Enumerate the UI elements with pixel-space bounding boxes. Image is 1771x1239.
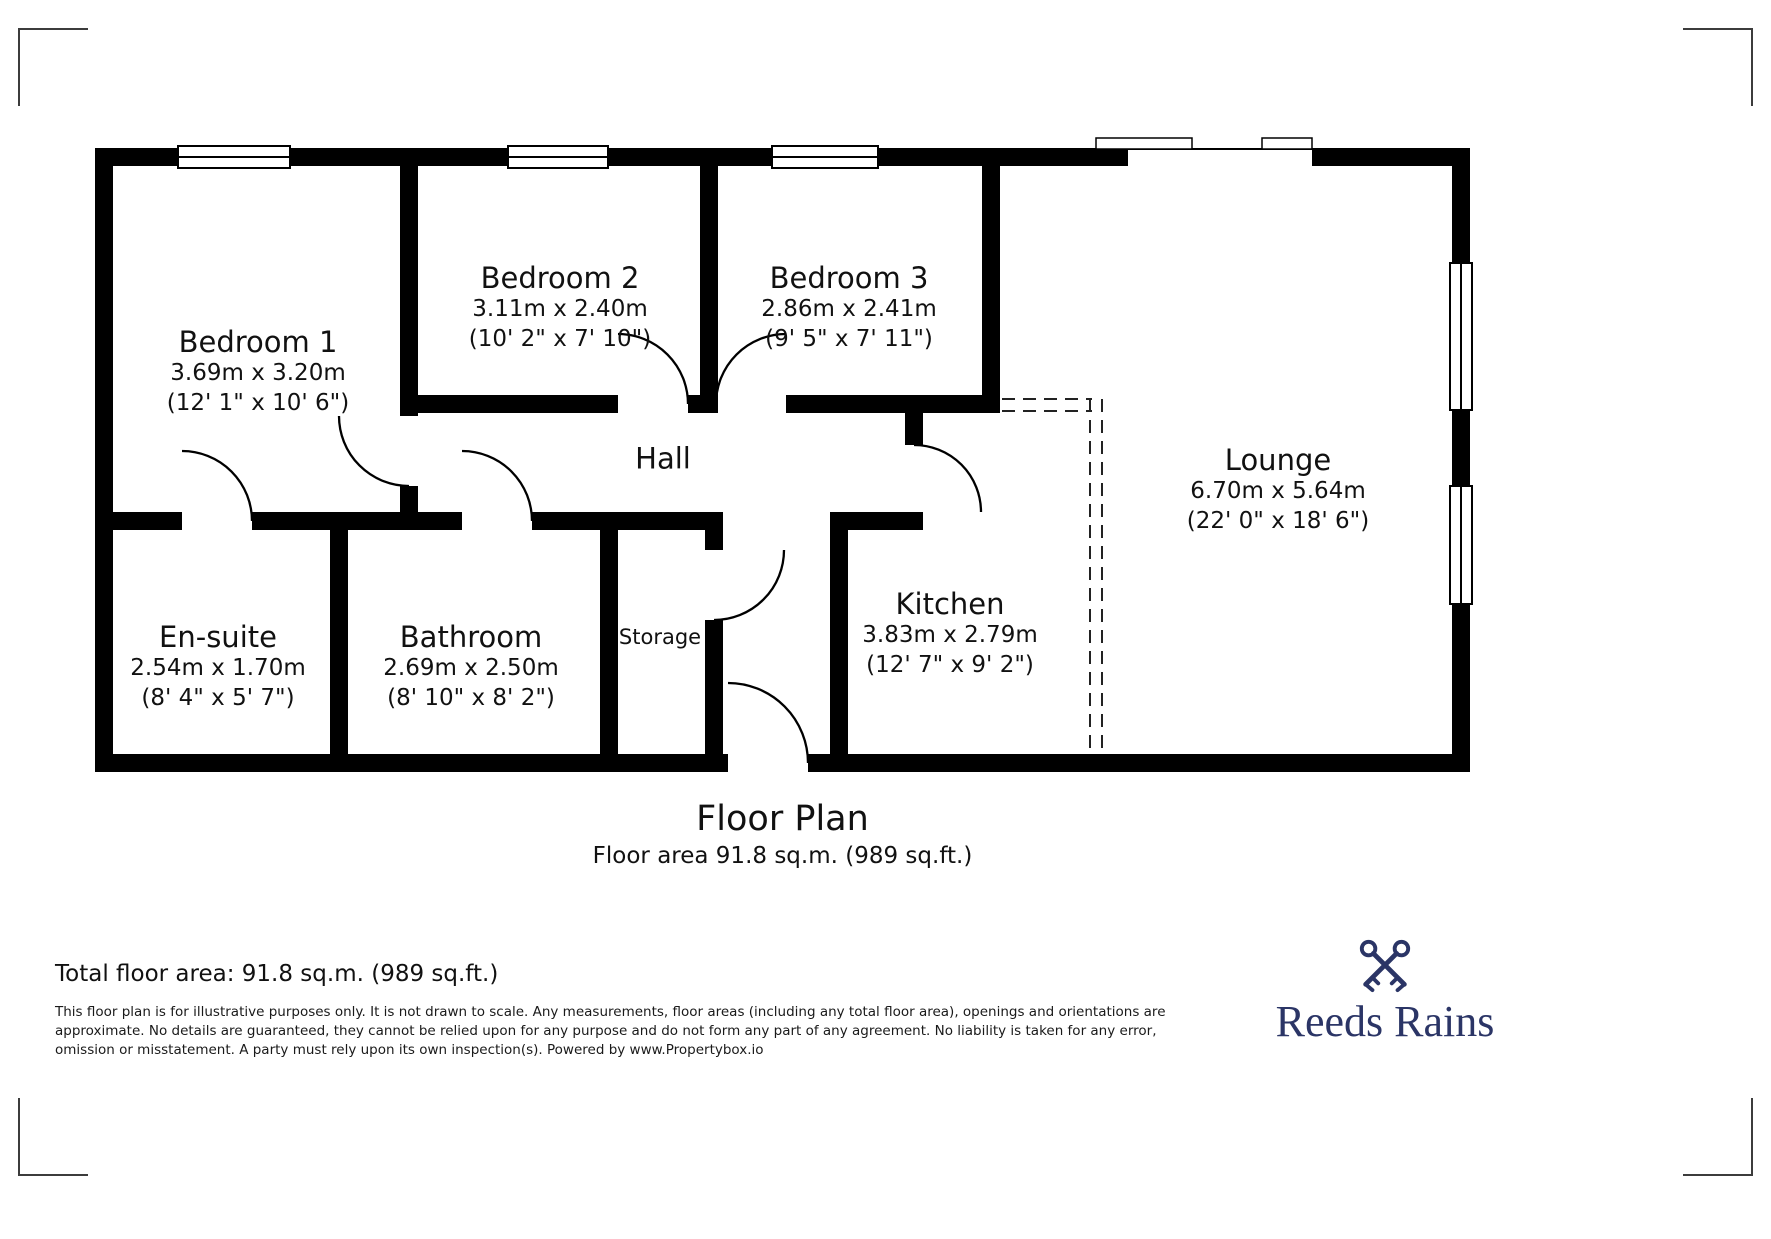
corner-mark-bottom-right (1683, 1098, 1753, 1176)
room-name: Storage (618, 624, 702, 649)
room-dims-imperial: (22' 0" x 18' 6") (1186, 507, 1370, 534)
wall-segment (95, 512, 182, 530)
brand-logo: Reeds Rains (1245, 936, 1525, 1047)
room-label-storage: Storage (619, 625, 701, 649)
corner-mark-bottom-left (18, 1098, 88, 1176)
room-dims-metric: 3.83m x 2.79m (862, 622, 1038, 649)
room-name: Lounge (1224, 442, 1332, 477)
wall-segment (830, 530, 848, 754)
room-dims-imperial: (12' 7" x 9' 2") (866, 651, 1034, 678)
room-label-bedroom-2: Bedroom 2 3.11m x 2.40m (10' 2" x 7' 10"… (468, 260, 652, 354)
door-arc-bedroom2 (617, 332, 690, 405)
door-arc-bathroom (461, 449, 534, 522)
room-dims-metric: 2.86m x 2.41m (761, 296, 937, 323)
wall-segment (400, 395, 618, 413)
room-dims-metric: 3.11m x 2.40m (472, 296, 648, 323)
wall-segment (252, 512, 462, 530)
corner-mark-top-left (18, 28, 88, 106)
window-lounge-lower (1449, 485, 1473, 605)
room-name: Kitchen (895, 586, 1005, 621)
room-dims-imperial: (8' 10" x 8' 2") (387, 684, 555, 711)
door-arc-front-entrance (727, 681, 810, 764)
room-dims-imperial: (10' 2" x 7' 10") (468, 325, 652, 352)
room-label-bedroom-3: Bedroom 3 2.86m x 2.41m (9' 5" x 7' 11") (761, 260, 937, 354)
room-label-lounge: Lounge 6.70m x 5.64m (22' 0" x 18' 6") (1186, 442, 1370, 536)
corner-mark-top-right (1683, 28, 1753, 106)
door-arc-kitchen (913, 443, 983, 513)
wall-segment (700, 166, 718, 413)
wall-segment (330, 530, 348, 754)
wall-segment (830, 512, 923, 530)
room-dims-imperial: (12' 1" x 10' 6") (166, 389, 350, 416)
wall-segment (982, 166, 1000, 413)
wall-segment (400, 166, 418, 416)
room-dims-imperial: (9' 5" x 7' 11") (765, 325, 933, 352)
wall-segment (1452, 148, 1470, 772)
wall-segment (705, 530, 723, 550)
interior-walls (95, 166, 1000, 754)
room-name: Bathroom (399, 619, 543, 654)
wall-segment (95, 754, 728, 772)
door-arc-ensuite (181, 449, 254, 522)
room-name: Bedroom 3 (769, 260, 929, 295)
room-name: En-suite (159, 619, 277, 654)
dashed-opening (1002, 398, 1103, 754)
room-name: Bedroom 1 (178, 324, 338, 359)
floor-plan-drawing (95, 137, 1473, 772)
room-name: Hall (635, 441, 691, 476)
room-dims-metric: 2.69m x 2.50m (383, 655, 559, 682)
plan-title: Floor Plan (696, 799, 869, 839)
wall-segment (705, 620, 723, 754)
room-name: Bedroom 2 (480, 260, 640, 295)
wall-segment (95, 148, 113, 772)
door-arc-storage (713, 549, 786, 622)
wall-segment (688, 395, 716, 413)
window-bedroom1 (177, 145, 291, 169)
window-bedroom2 (507, 145, 609, 169)
brand-name: Reeds Rains (1275, 997, 1495, 1046)
wall-segment (786, 395, 1000, 413)
wall-segment (808, 754, 1470, 772)
doors (181, 332, 983, 764)
door-arc-bedroom3 (714, 332, 787, 405)
room-dims-metric: 3.69m x 3.20m (170, 360, 346, 387)
window-lounge-upper (1449, 262, 1473, 411)
total-floor-area: Total floor area: 91.8 sq.m. (989 sq.ft.… (55, 961, 499, 987)
room-label-hall: Hall (635, 441, 691, 476)
room-label-bathroom: Bathroom 2.69m x 2.50m (8' 10" x 8' 2") (383, 619, 559, 713)
windows (177, 145, 1473, 605)
plan-subtitle: Floor area 91.8 sq.m. (989 sq.ft.) (592, 843, 973, 869)
wall-segment (532, 512, 723, 530)
room-dims-metric: 6.70m x 5.64m (1190, 478, 1366, 505)
room-dims-metric: 2.54m x 1.70m (130, 655, 306, 682)
room-label-bedroom-1: Bedroom 1 3.69m x 3.20m (12' 1" x 10' 6"… (166, 324, 350, 418)
patio-opening (1095, 137, 1313, 168)
room-dims-imperial: (8' 4" x 5' 7") (141, 684, 295, 711)
room-label-ensuite: En-suite 2.54m x 1.70m (8' 4" x 5' 7") (130, 619, 306, 713)
window-bedroom3 (771, 145, 879, 169)
door-arc-bedroom1 (337, 415, 410, 488)
disclaimer-text: This floor plan is for illustrative purp… (55, 1004, 1166, 1059)
room-label-kitchen: Kitchen 3.83m x 2.79m (12' 7" x 9' 2") (862, 586, 1038, 680)
crossed-keys-icon (1359, 939, 1411, 993)
wall-segment (905, 413, 923, 445)
wall-segment (600, 530, 618, 754)
